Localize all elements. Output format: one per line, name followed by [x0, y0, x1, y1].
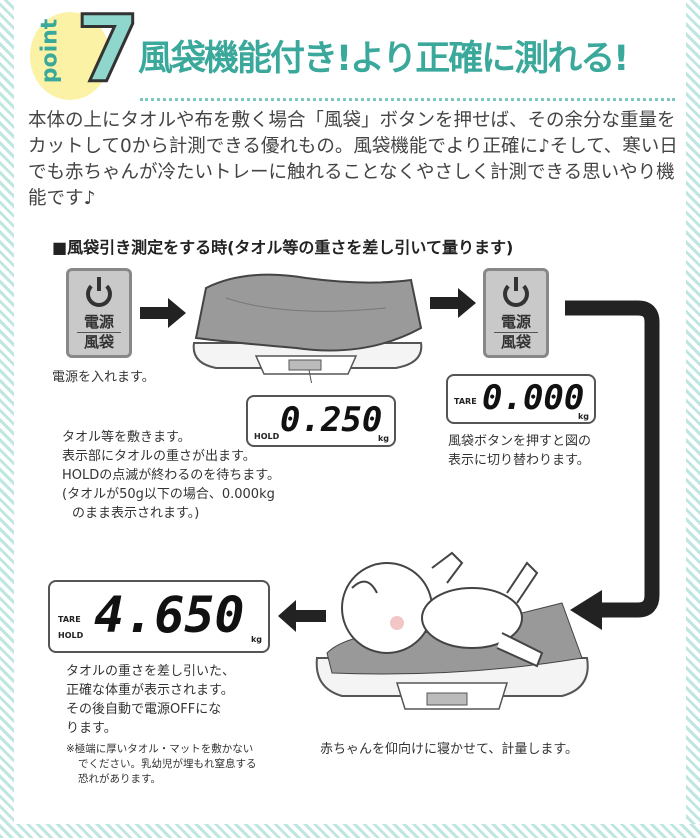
power-icon [86, 277, 112, 307]
tare-indicator: TARE [454, 397, 477, 406]
unit-label: kg [577, 412, 589, 421]
weight-value: 0.250 [280, 400, 383, 440]
power-label: 電源 [494, 313, 538, 333]
text-line: (タオルが50g以下の場合、0.000kg [62, 487, 275, 502]
step1-text: 電源を入れます。 [52, 370, 155, 385]
text-line: その後自動で電源OFFにな [66, 702, 222, 717]
text-line: 正確な体重が表示されます。 [66, 683, 234, 698]
baby-on-scale-illustration [315, 551, 589, 710]
scale-with-towel-illustration [192, 273, 423, 383]
tare-label: 風袋 [500, 333, 531, 351]
text-line: 表示に切り替わります。 [448, 453, 590, 468]
border-left [0, 0, 14, 838]
text-line: ります。 [66, 721, 117, 736]
power-tare-button-illustration: 電源風袋 [483, 268, 549, 358]
intro-text: 本体の上にタオルや布を敷く場合「風袋」ボタンを押せば、その余分な重量をカットして… [28, 110, 678, 209]
border-right [686, 0, 700, 838]
hold-indicator: HOLD [254, 432, 280, 441]
step5-text: タオルの重さを差し引いた、 正確な体重が表示されます。 その後自動で電源OFFに… [66, 662, 235, 738]
weight-value: 4.650 [94, 586, 245, 644]
display-tare: TARE 0.000 kg [446, 374, 596, 424]
text-line: ※極端に厚いタオル・マットを敷かない [66, 743, 254, 755]
tare-label: 風袋 [83, 333, 114, 351]
power-label: 電源 [77, 313, 121, 333]
arrow-left-icon [278, 600, 326, 632]
arrow-right-icon [140, 298, 186, 328]
text-line: HOLDの点滅が終わるのを待ちます。 [62, 468, 280, 483]
arrow-right-icon [430, 288, 476, 318]
text-line: 恐れがあります。 [78, 773, 161, 785]
display-hold: HOLD 0.250 kg [246, 395, 396, 447]
display-result: TARE HOLD 4.650 kg [48, 580, 270, 653]
power-icon [503, 277, 529, 307]
power-tare-button-illustration: 電源風袋 [66, 268, 132, 358]
page-title: 風袋機能付き!より正確に測れる! [138, 39, 629, 79]
text-line: タオルの重さを差し引いた、 [66, 664, 236, 679]
unit-label: kg [377, 434, 389, 443]
point-badge [30, 12, 110, 100]
text-line: でください。乳幼児が埋もれ窒息する [78, 758, 257, 770]
step2-text: タオル等を敷きます。 表示部にタオルの重さが出ます。 HOLDの点滅が終わるのを… [62, 428, 280, 523]
text-line: タオル等を敷きます。 [62, 430, 191, 445]
tare-indicator: TARE [58, 615, 81, 624]
hold-indicator: HOLD [58, 631, 84, 640]
border-bottom [0, 824, 700, 838]
step3-text: 風袋ボタンを押すと図の 表示に切り替わります。 [448, 432, 591, 470]
text-line: 風袋ボタンを押すと図の [448, 434, 592, 449]
point-label: point [37, 18, 63, 84]
unit-label: kg [250, 635, 262, 644]
text-line: 表示部にタオルの重さが出ます。 [62, 449, 256, 464]
warning-note: ※極端に厚いタオル・マットを敷かない でください。乳幼児が埋もれ窒息する 恐れが… [66, 742, 257, 787]
title-divider [140, 98, 675, 101]
weight-value: 0.000 [482, 378, 585, 418]
text-line: のまま表示されます。) [72, 506, 200, 521]
big-arrow-icon [565, 300, 660, 630]
point-number: 7 [74, 0, 141, 103]
section-heading: ■風袋引き測定をする時(タオル等の重さを差し引いて量ります) [52, 238, 514, 257]
step4-text: 赤ちゃんを仰向けに寝かせて、計量します。 [320, 742, 579, 757]
